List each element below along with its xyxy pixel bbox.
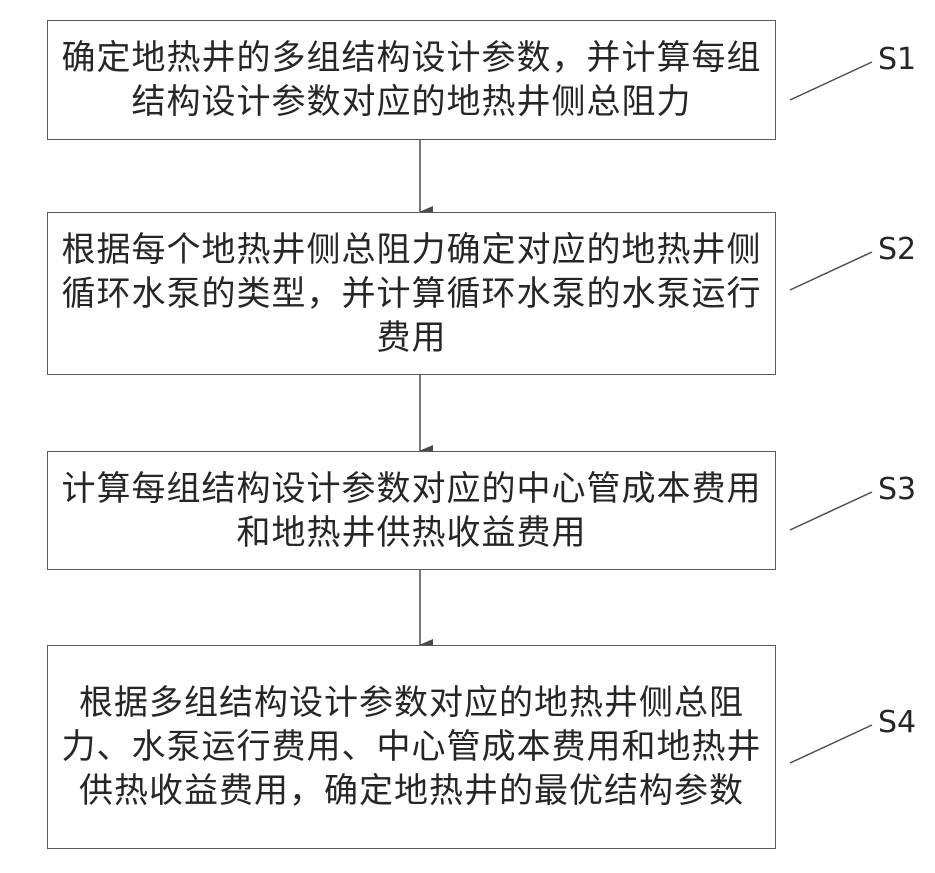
step-box-s1: 确定地热井的多组结构设计参数，并计算每组结构设计参数对应的地热井侧总阻力 xyxy=(47,20,776,140)
step-label-s2: S2 xyxy=(878,232,916,267)
leader-line-s4 xyxy=(790,725,872,763)
leader-line-s1 xyxy=(790,62,872,100)
step-box-s3: 计算每组结构设计参数对应的中心管成本费用和地热井供热收益费用 xyxy=(47,451,776,570)
step-text-s4: 根据多组结构设计参数对应的地热井侧总阻力、水泵运行费用、中心管成本费用和地热井供… xyxy=(62,681,762,813)
step-label-s4: S4 xyxy=(878,705,916,740)
step-text-s3: 计算每组结构设计参数对应的中心管成本费用和地热井供热收益费用 xyxy=(62,467,762,555)
step-text-s1: 确定地热井的多组结构设计参数，并计算每组结构设计参数对应的地热井侧总阻力 xyxy=(62,36,762,124)
leader-line-s3 xyxy=(790,492,872,530)
leader-line-s2 xyxy=(790,252,872,290)
step-box-s2: 根据每个地热井侧总阻力确定对应的地热井侧循环水泵的类型，并计算循环水泵的水泵运行… xyxy=(47,212,776,375)
step-label-s1: S1 xyxy=(878,42,916,77)
step-box-s4: 根据多组结构设计参数对应的地热井侧总阻力、水泵运行费用、中心管成本费用和地热井供… xyxy=(47,645,776,849)
step-text-s2: 根据每个地热井侧总阻力确定对应的地热井侧循环水泵的类型，并计算循环水泵的水泵运行… xyxy=(62,228,762,360)
step-label-s3: S3 xyxy=(878,472,916,507)
